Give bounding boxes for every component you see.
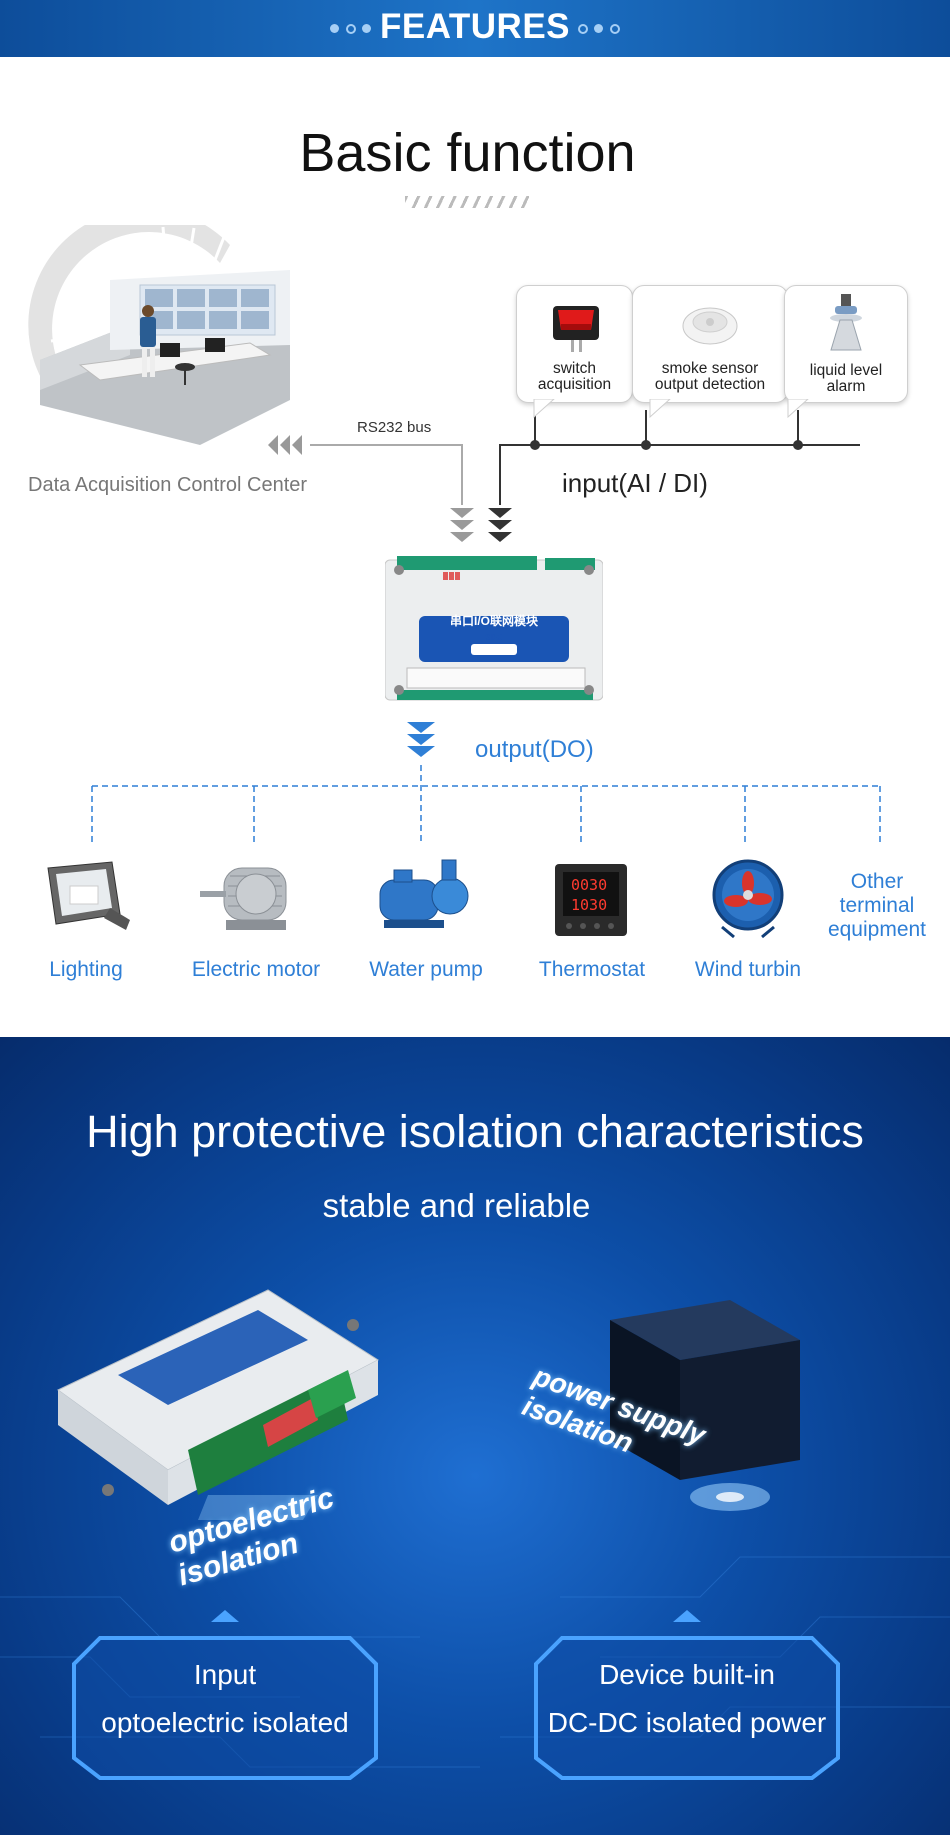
isolation-title: High protective isolation characteristic… — [86, 1106, 864, 1157]
electric-motor-icon — [200, 867, 287, 930]
device-label-motor: Electric motor — [191, 958, 321, 981]
serial-io-module — [385, 556, 603, 701]
rs232-bus-label: RS232 bus — [357, 419, 432, 436]
water-pump-icon — [379, 859, 469, 928]
level-sensor-icon — [830, 294, 862, 351]
device-label-fan: Wind turbin — [694, 958, 802, 981]
isolation-subtitle: stable and reliable — [322, 1187, 591, 1224]
axial-fan-icon — [712, 859, 784, 939]
input-isolation-box-frame — [72, 1610, 378, 1780]
control-center-illustration — [28, 225, 290, 445]
rocker-switch-icon — [553, 306, 599, 352]
power-isolation-block — [610, 1300, 800, 1480]
bubble-tails — [533, 399, 809, 419]
sensor-liquid-level-card: liquid level alarm — [784, 285, 908, 403]
box-line-2: optoelectric isolated — [101, 1707, 349, 1738]
dot-icon — [578, 24, 588, 34]
sensor-label: output detection — [654, 376, 766, 393]
sensor-label: smoke sensor — [661, 360, 759, 377]
device-label-pump: Water pump — [369, 958, 483, 981]
dcdc-isolation-box-frame — [534, 1610, 840, 1780]
module-model: SDO — [485, 633, 503, 642]
box-line-2: DC-DC isolated power — [547, 1707, 827, 1738]
smoke-detector-icon — [682, 307, 738, 345]
dcdc-isolation-box-text: Device built-in DC-DC isolated power — [536, 1651, 838, 1747]
input-isolation-box-text: Input optoelectric isolated — [74, 1651, 376, 1747]
module-3d-illustration — [57, 1289, 379, 1520]
other-line-3: equipment — [827, 918, 927, 941]
dot-icon — [594, 24, 603, 33]
module-label: 串口I/O联网模块 — [449, 614, 538, 628]
box-line-1: Input — [193, 1659, 257, 1690]
sensor-label: switch — [552, 360, 597, 377]
sensor-label: acquisition — [537, 376, 612, 393]
dot-icon — [330, 24, 339, 33]
sensor-label: alarm — [826, 378, 866, 395]
sensor-smoke-card: smoke sensor output detection — [632, 285, 788, 403]
device-label-lighting: Lighting — [49, 958, 123, 981]
dot-icon — [610, 24, 620, 34]
floodlight-icon — [47, 861, 130, 930]
control-center-label: Data Acquisition Control Center — [28, 474, 308, 496]
thermostat-readout-bottom: 1030 — [571, 896, 607, 914]
dot-icon — [362, 24, 371, 33]
device-label-thermostat: Thermostat — [538, 958, 646, 981]
title-underline-decoration — [405, 196, 529, 208]
features-title: FEATURES — [379, 7, 571, 46]
thermostat-icon: 0030 1030 — [555, 864, 627, 936]
box-line-1: Device built-in — [599, 1659, 775, 1690]
output-arrows-icon — [407, 722, 435, 757]
output-distribution-lines — [91, 765, 881, 845]
sensor-label: liquid level — [809, 362, 883, 379]
device-label-other: Other terminal equipment — [815, 870, 939, 942]
thermostat-readout-top: 0030 — [571, 876, 607, 894]
other-line-2: terminal — [839, 894, 915, 917]
features-banner — [0, 0, 950, 57]
basic-function-title: Basic function — [299, 123, 636, 183]
input-label: input(AI / DI) — [562, 468, 708, 498]
other-line-1: Other — [850, 870, 904, 893]
output-label: output(DO) — [475, 736, 594, 763]
dot-icon — [346, 24, 356, 34]
sensor-switch-card: switch acquisition — [516, 285, 633, 403]
